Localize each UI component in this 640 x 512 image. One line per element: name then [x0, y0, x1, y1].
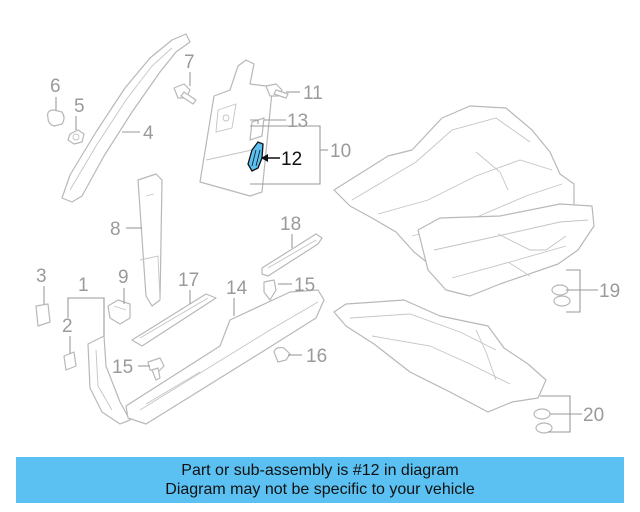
callout-13: 13: [287, 111, 308, 132]
callout-20: 20: [583, 405, 604, 426]
callout-1: 1: [78, 275, 89, 296]
part-9-clip: [107, 299, 131, 325]
part-18-rear-scuff-plate: [261, 233, 323, 277]
callout-labels: 6 5 7 4 8 9 3 2 1 17 14 15 15 16 18 11 1…: [36, 52, 620, 426]
part-15-pin-upper: [263, 279, 277, 301]
part-8-pillar-lower: [137, 173, 163, 307]
part-20-fasteners: [533, 408, 553, 434]
part-3-fastener: [35, 303, 51, 327]
callout-16: 16: [306, 346, 327, 367]
part-7-bolt: [173, 83, 197, 105]
part-4-a-pillar-trim: [61, 33, 191, 203]
parts-diagram: 6 5 7 4 8 9 3 2 1 17 14 15 15 16 18 11 1…: [35, 33, 620, 434]
banner-line-2: Diagram may not be specific to your vehi…: [165, 481, 475, 498]
callout-6: 6: [50, 76, 61, 97]
part-5-clip: [67, 129, 85, 145]
callout-19: 19: [599, 281, 620, 302]
part-12-cover-highlighted: [247, 141, 264, 172]
callout-4: 4: [143, 123, 154, 144]
part-11-bolt: [265, 83, 289, 99]
callout-15-lower: 15: [112, 357, 133, 378]
callout-12-highlighted: 12: [281, 149, 302, 170]
callout-9: 9: [118, 267, 129, 288]
underbody-shield: [333, 299, 547, 413]
info-banner: Part or sub-assembly is #12 in diagram D…: [16, 457, 624, 503]
part-16-push-clip: [273, 346, 291, 363]
part-14-sill-trim: [125, 289, 325, 425]
part-17-scuff-plate: [131, 293, 217, 347]
part-1-kick-panel: [87, 335, 131, 425]
floor-carpet-rear: [417, 203, 595, 297]
callout-3: 3: [36, 266, 47, 287]
part-2-clip: [63, 351, 77, 371]
callout-18: 18: [280, 214, 301, 235]
callout-14: 14: [226, 278, 248, 299]
leader-12-highlighted: [261, 154, 280, 162]
banner-line-1: Part or sub-assembly is #12 in diagram: [181, 462, 459, 479]
callout-8: 8: [110, 219, 121, 240]
callout-11: 11: [303, 83, 323, 104]
callout-5: 5: [74, 96, 85, 117]
part-6-clip: [47, 109, 65, 127]
part-19-fasteners: [551, 284, 571, 307]
callout-7: 7: [184, 52, 195, 73]
callout-15-upper: 15: [294, 275, 315, 296]
part-15-pin-lower: [147, 357, 165, 381]
callout-17: 17: [178, 270, 199, 291]
callout-2: 2: [62, 316, 73, 337]
leader-lines: [43, 72, 598, 433]
callout-10: 10: [330, 141, 351, 162]
part-13-panel: [249, 117, 265, 141]
